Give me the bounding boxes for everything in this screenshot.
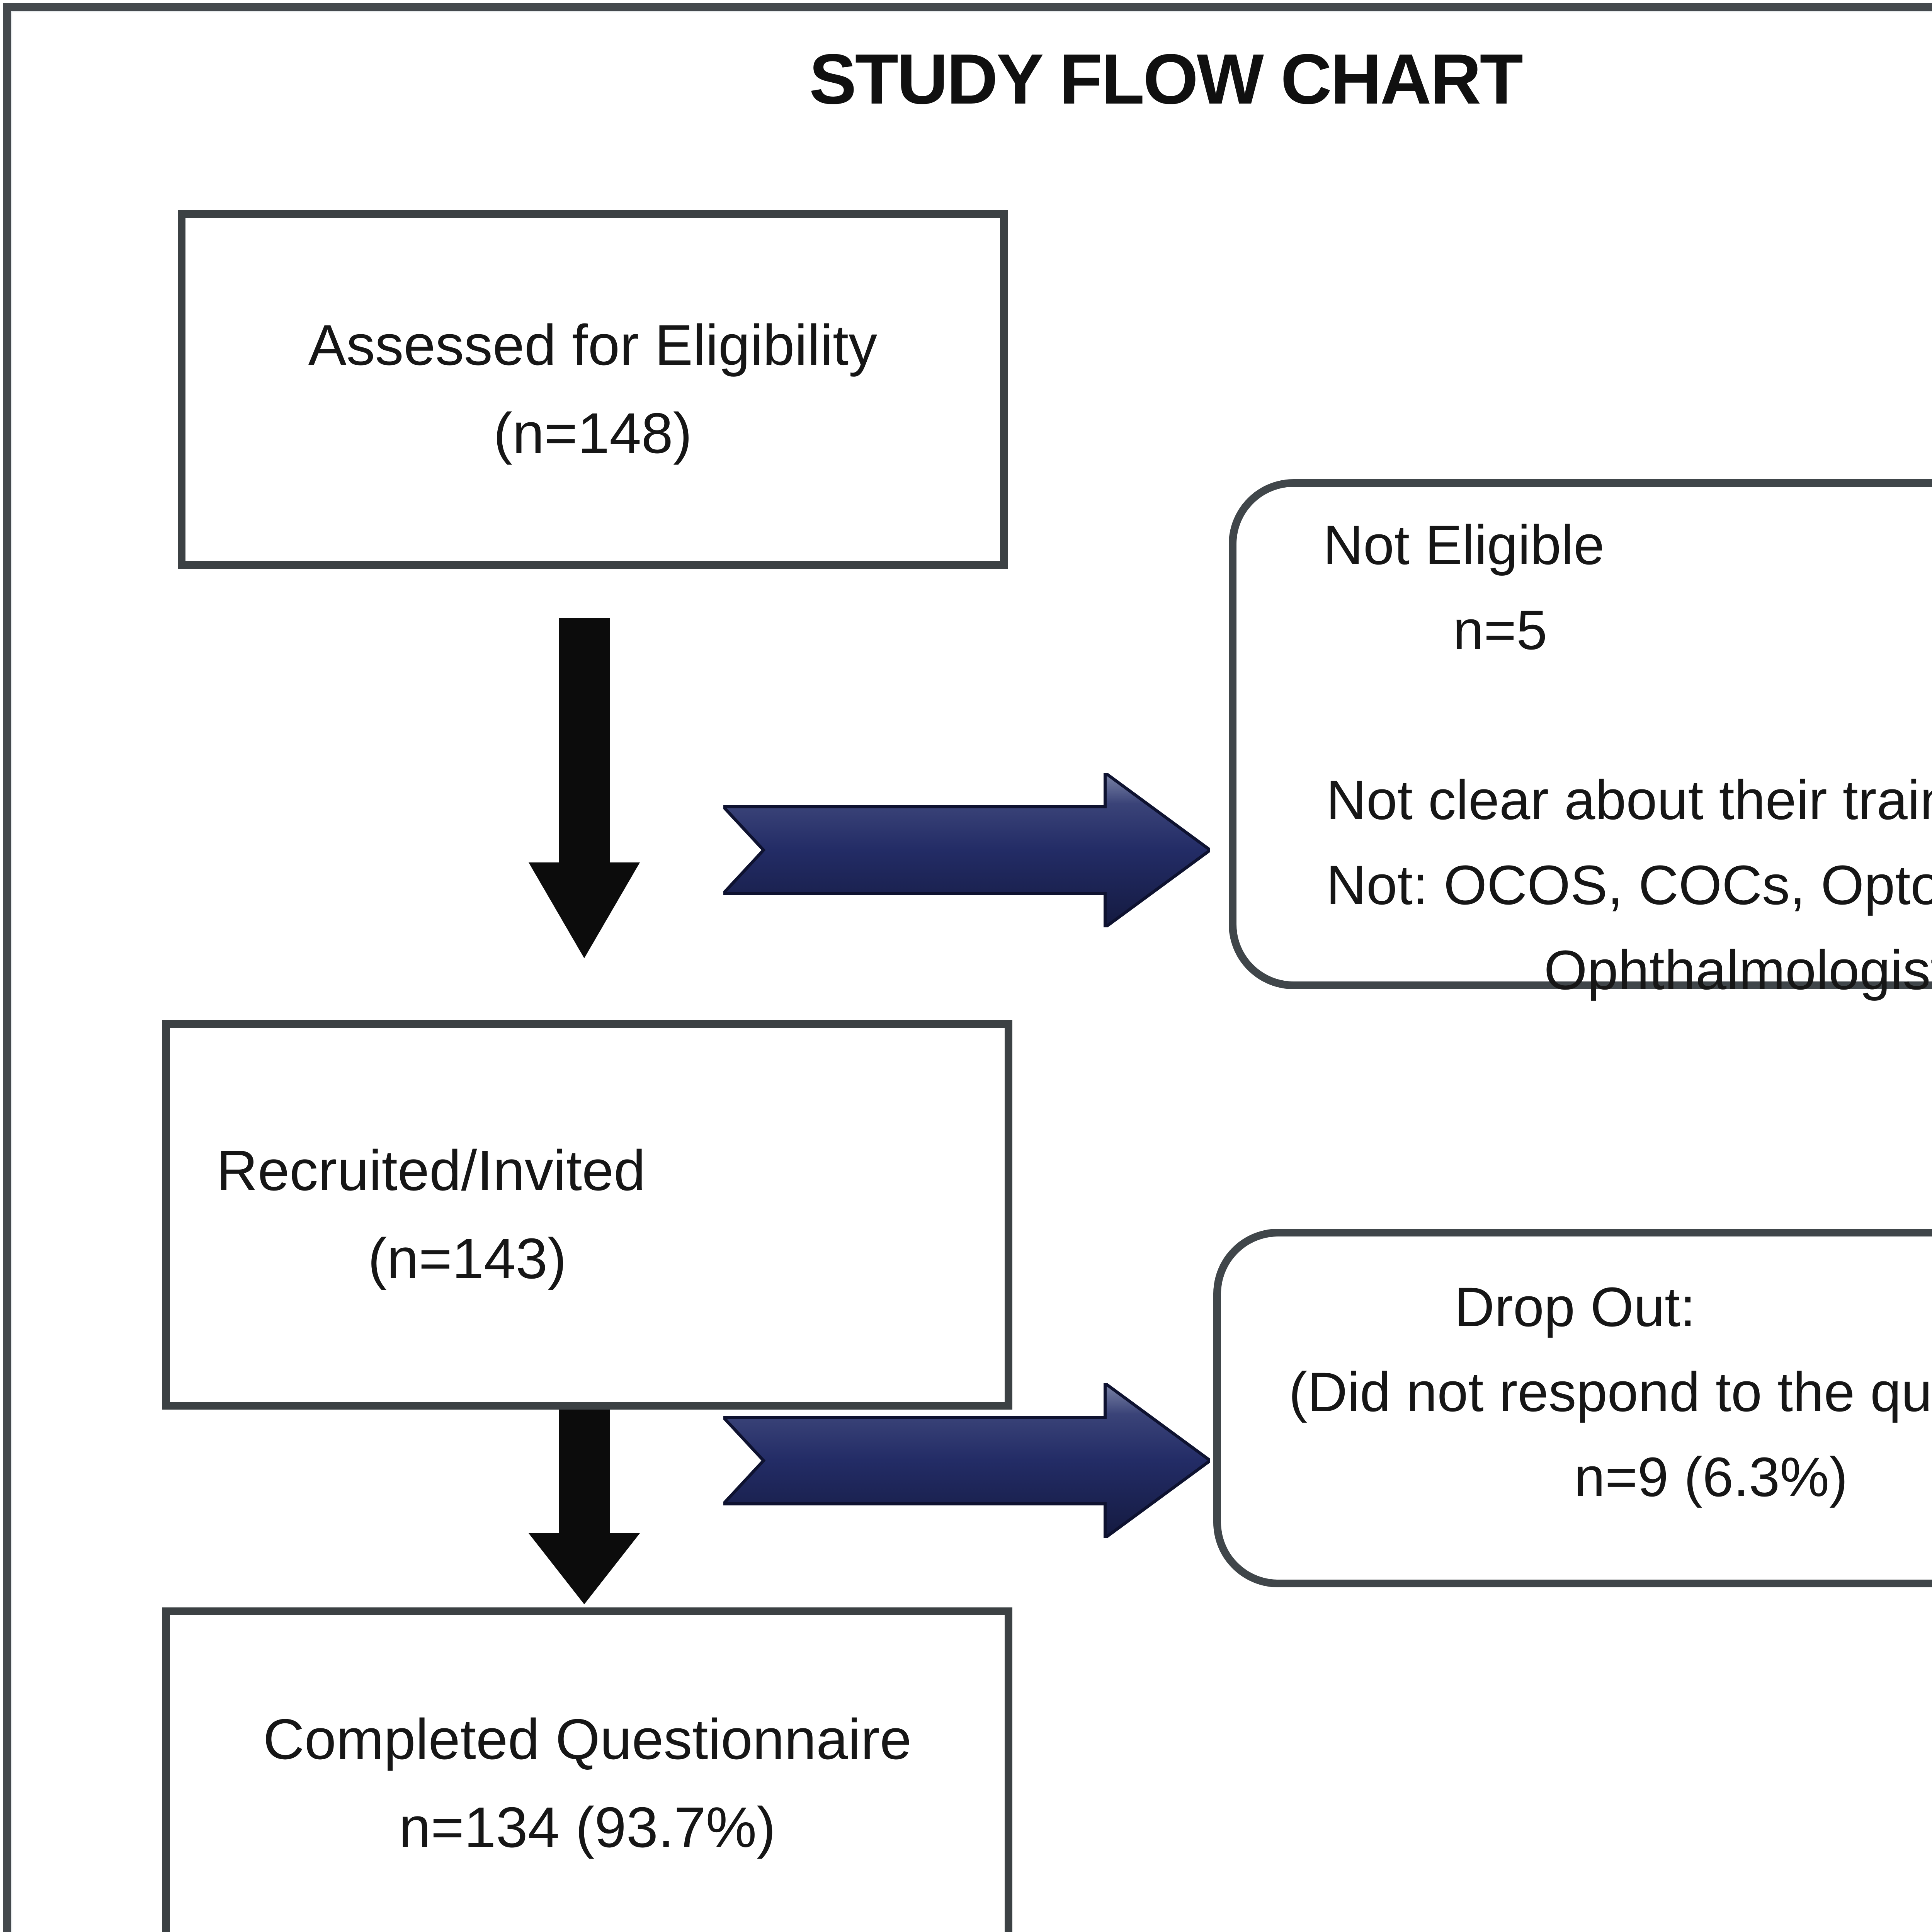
assessed-box: Assessed for Eligibility (n=148) bbox=[178, 210, 1008, 569]
drop-out-title: Drop Out: bbox=[1454, 1275, 1696, 1338]
completed-label: Completed Questionnaire bbox=[263, 1708, 912, 1771]
not-eligible-reason-2: Not: OCOS, COCs, Optometrists or bbox=[1326, 853, 1932, 917]
recruited-label: Recruited/Invited bbox=[216, 1139, 646, 1202]
drop-out-count: n=9 (6.3%) bbox=[1574, 1445, 1848, 1509]
not-eligible-reason-3: Ophthalmologists bbox=[1544, 938, 1932, 1002]
not-eligible-title: Not Eligible bbox=[1323, 513, 1605, 577]
recruited-box: Recruited/Invited (n=143) bbox=[162, 1020, 1012, 1410]
completed-box: Completed Questionnaire n=134 (93.7%) bbox=[162, 1607, 1012, 1932]
completed-count: n=134 (93.7%) bbox=[399, 1796, 776, 1859]
page-title: STUDY FLOW CHART bbox=[809, 39, 1523, 119]
assessed-count: (n=148) bbox=[493, 402, 692, 465]
not-eligible-count: n=5 bbox=[1453, 598, 1548, 662]
spacer bbox=[1236, 672, 1932, 757]
recruited-count: (n=143) bbox=[368, 1227, 567, 1291]
assessed-label: Assessed for Eligibility bbox=[308, 314, 878, 377]
drop-out-box: Drop Out: (Did not respond to the questi… bbox=[1213, 1229, 1932, 1587]
drop-out-reason: (Did not respond to the questionnaire) bbox=[1289, 1360, 1932, 1423]
not-eligible-box: Not Eligible n=5 Not clear about their t… bbox=[1229, 479, 1932, 1002]
not-eligible-reason-1: Not clear about their training bbox=[1326, 768, 1932, 832]
figure-border bbox=[3, 3, 1932, 1932]
